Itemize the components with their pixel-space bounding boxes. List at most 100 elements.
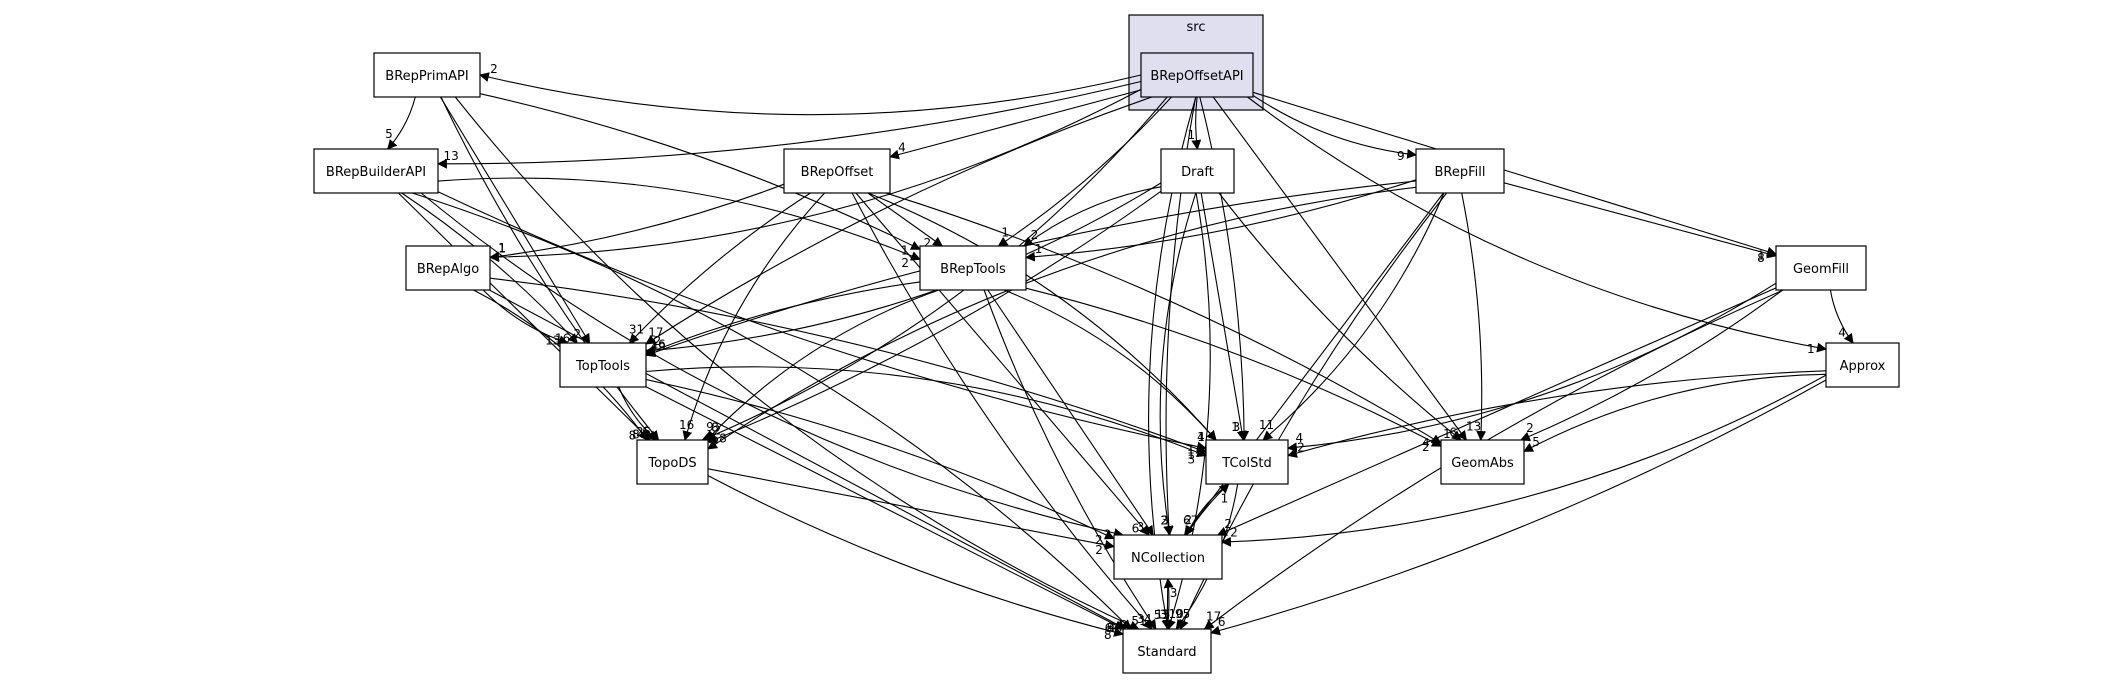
edge-count-label: 95 [1175,607,1190,621]
node-draft[interactable]: Draft [1160,148,1235,194]
node-box[interactable] [1160,148,1235,194]
edge-geomfill-to-geomabs: 2 [1519,289,1783,442]
node-box[interactable] [1415,148,1505,194]
edge-line [645,386,1125,630]
edge-line [482,289,569,345]
edge-approx-to-tcolstd: 2 [1287,370,1827,458]
node-tcolstd[interactable]: TColStd [1205,439,1289,485]
edge-count-label: 34 [1137,612,1152,626]
node-geomfill[interactable]: GeomFill [1775,245,1867,291]
edge-count-label: 3 [1233,420,1241,434]
node-box[interactable] [636,439,709,485]
node-box[interactable] [1440,439,1525,485]
edge-brepoffsetapi-to-brepalgo: 1 [489,88,1142,262]
edge-brepoffsetapi-to-brepbuilderapi: 13 [437,80,1142,169]
node-approx[interactable]: Approx [1825,342,1900,388]
node-box[interactable] [405,245,491,291]
node-label: BRepAlgo [417,262,479,277]
edge-line [645,379,1115,540]
node-box[interactable] [559,342,647,388]
edge-toptools-to-topods: 25 [618,386,658,441]
edge-line [479,72,1142,116]
node-box[interactable] [1825,342,1900,388]
node-topods[interactable]: TopoDS [636,439,709,485]
edge-count-label: 1 [1035,242,1043,256]
nodes-layer: BRepOffsetAPI BRepPrimAPI BRepBuilderAPI BR… [313,52,1900,674]
edge-count-label: 1 [1231,420,1239,434]
node-box[interactable] [373,52,481,98]
edge-line [707,475,1124,637]
edge-topods-to-standard: 8 [707,475,1124,642]
node-label: Standard [1137,645,1196,660]
node-brepfill[interactable]: BRepFill [1415,148,1505,194]
edge-breptools-to-toptools: 16 [645,281,921,356]
edge-count-label: 10 [1169,607,1184,621]
edge-count-label: 16 [650,337,665,351]
node-box[interactable] [1122,628,1212,674]
node-box[interactable] [1113,534,1223,580]
edge-count-label: 8 [632,428,640,442]
node-box[interactable] [1775,245,1867,291]
edge-count-label: 1 [1807,342,1815,356]
edge-brepalgo-to-tcolstd: 1 [489,277,1207,462]
node-brepprimapi[interactable]: BRepPrimAPI [373,52,481,98]
edge-count-label: 2 [1297,440,1305,454]
edge-count-label: 5 [1532,435,1540,449]
edge-count-label: 2 [713,423,721,437]
edge-line [437,191,1207,452]
edge-approx-to-ncollection: 2 [1221,374,1827,547]
node-breptools[interactable]: BRepTools [919,245,1027,291]
node-toptools[interactable]: TopTools [559,342,647,388]
edge-breptools-to-tcolstd: 4 [1003,289,1217,444]
edge-brepfill-to-geomabs: 13 [1461,192,1487,441]
node-box[interactable] [313,148,439,194]
node-brepbuilderapi[interactable]: BRepBuilderAPI [313,148,439,194]
edge-count-label: 3 [1170,586,1178,600]
node-brepoffset[interactable]: BRepOffset [783,148,891,194]
edge-count-label: 2 [901,256,909,270]
node-label: BRepPrimAPI [385,69,468,84]
edge-count-label: 8 [1104,628,1112,642]
node-geomabs[interactable]: GeomAbs [1440,439,1525,485]
edge-line [1025,287,1442,447]
edge-count-label: 1 [1187,128,1195,142]
edge-line [489,289,1127,630]
node-label: BRepFill [1435,165,1486,180]
edge-line [1191,96,1202,150]
node-label: BRepOffset [801,165,874,180]
node-label: NCollection [1131,551,1205,566]
edge-count-label: 2 [1095,543,1103,557]
edge-line [1523,373,1827,452]
edge-line [1461,192,1487,441]
edge-count-label: 1 [1757,249,1765,263]
node-standard[interactable]: Standard [1122,628,1212,674]
edge-count-label: 6 [1132,521,1140,535]
edge-line [1003,289,1217,441]
edge-brepoffset-to-standard: 51 [851,192,1153,630]
node-brepoffsetapi[interactable]: BRepOffsetAPI [1140,52,1254,98]
node-box[interactable] [1205,439,1289,485]
edge-toptools-to-tcolstd: 3 [645,366,1207,467]
edge-line [707,186,1417,450]
node-box[interactable] [919,245,1027,291]
edge-brepalgo-to-standard: 8 [489,289,1127,635]
edge-breptools-to-ncollection: 3 [987,289,1154,536]
node-brepalgo[interactable]: BRepAlgo [405,245,491,291]
cluster-label: src [1187,20,1206,35]
edge-line [885,192,1442,444]
edge-brepprimapi-to-toptools: 2 [439,96,591,344]
edge-count-label: 5 [385,127,393,141]
edge-count-label: 1 [1197,430,1205,444]
edge-line [439,96,591,344]
edge-count-label: 4 [1197,430,1205,444]
edge-line [1159,192,1197,536]
edge-line [1185,483,1230,536]
edge-line [1199,96,1250,441]
edge-brepoffsetapi-to-breptools: 1 [997,96,1172,247]
node-box[interactable] [1140,52,1254,98]
node-box[interactable] [783,148,891,194]
edge-draft-to-breptools: 2 [1023,186,1162,247]
edge-brepprimapi-to-brepbuilderapi: 5 [385,96,416,150]
node-ncollection[interactable]: NCollection [1113,534,1223,580]
